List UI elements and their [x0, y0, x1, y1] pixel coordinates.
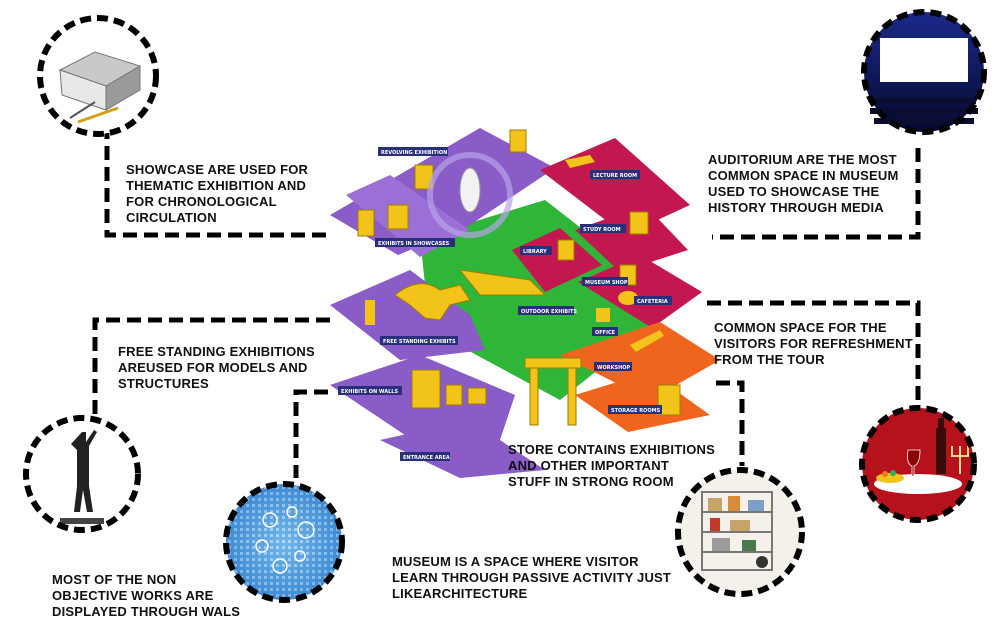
airplane-model: [458, 269, 547, 296]
exhibit-frame: [509, 129, 527, 153]
compass-icon: [69, 101, 96, 119]
wall-exhibit: [411, 369, 441, 409]
circle-storage: [675, 467, 805, 597]
statue-icon: [71, 430, 97, 512]
svg-text:STORAGE ROOMS: STORAGE ROOMS: [611, 408, 661, 414]
entrance-pillar: [567, 364, 577, 426]
annotation-walls: MOST OF THE NON OBJECTIVE WORKS ARE DISP…: [52, 572, 241, 619]
svg-text:EXHIBITS IN SHOWCASES: EXHIBITS IN SHOWCASES: [378, 241, 450, 247]
office-chair-icon: [596, 308, 610, 322]
plan-label-revolving: REVOLVING EXHIBITION: [378, 147, 448, 156]
connector-common-space: [707, 300, 921, 408]
plan-label-walls: EXHIBITS ON WALLS: [338, 386, 402, 395]
plan-zone-cafeteria: [578, 255, 702, 328]
plan-zone-study: [575, 205, 688, 272]
revolving-figure: [459, 167, 481, 213]
exhibit-frame: [387, 204, 409, 230]
svg-text:EXHIBITS ON WALLS: EXHIBITS ON WALLS: [341, 389, 398, 395]
connector-walls: [293, 389, 328, 478]
workshop-hammer-icon: [630, 330, 664, 352]
plan-zone-storage: [575, 372, 710, 432]
svg-text:FREE STANDING EXHIBITS: FREE STANDING EXHIBITS: [383, 339, 456, 345]
wine-bottle-icon: [936, 428, 946, 474]
standing-figure: [365, 300, 375, 325]
svg-text:STUDY ROOM: STUDY ROOM: [583, 227, 621, 233]
circle-mosaic-wall: [223, 481, 345, 603]
annotation-museum: MUSEUM IS A SPACE WHERE VISITOR LEARN TH…: [392, 554, 672, 601]
plan-label-workshop: WORKSHOP: [594, 362, 632, 371]
plan-label-lecture: LECTURE ROOM: [590, 170, 640, 179]
annotation-free-standing: FREE STANDING EXHIBITIONS AREUSED FOR MO…: [118, 344, 315, 391]
connector-lines: [92, 125, 921, 478]
revolving-ring: [427, 152, 513, 238]
entrance-lintel: [524, 357, 582, 369]
svg-text:LIBRARY: LIBRARY: [523, 249, 547, 255]
plan-label-showcases: EXHIBITS IN SHOWCASES: [375, 238, 455, 247]
plan-zone-entrance: [380, 420, 545, 478]
svg-text:WORKSHOP: WORKSHOP: [597, 365, 631, 371]
exhibit-frame: [357, 209, 375, 237]
entrance-pillar: [529, 364, 539, 426]
circle-refreshment: [859, 405, 977, 523]
connector-free-standing: [92, 317, 330, 418]
shelves-icon: [701, 491, 773, 571]
plan-label-outdoor: OUTDOOR EXHIBITS: [518, 306, 577, 315]
dinosaur-model: [394, 283, 471, 321]
plan-zone-workshop: [560, 322, 720, 400]
svg-text:LECTURE ROOM: LECTURE ROOM: [593, 173, 637, 179]
library-book-icon: [557, 239, 575, 261]
svg-text:CAFETERIA: CAFETERIA: [637, 299, 668, 305]
study-board-icon: [629, 211, 649, 235]
bubbles-icon: [255, 506, 315, 574]
lecture-microphone-icon: [565, 155, 595, 168]
plan-zone-library: [512, 228, 602, 292]
svg-text:OUTDOOR EXHIBITS: OUTDOOR EXHIBITS: [521, 309, 577, 315]
plan-label-cafeteria: CAFETERIA: [634, 296, 672, 305]
plan-label-free-standing: FREE STANDING EXHIBITS: [380, 336, 458, 345]
annotation-auditorium: AUDITORIUM ARE THE MOST COMMON SPACE IN …: [708, 152, 899, 215]
annotation-store: STORE CONTAINS EXHIBITIONS AND OTHER IMP…: [508, 442, 715, 489]
connector-auditorium: [712, 148, 921, 240]
wine-glass-icon: [907, 449, 921, 477]
connector-store: [716, 380, 745, 466]
plan-label-storage: STORAGE ROOMS: [608, 405, 662, 414]
annotation-common-space: COMMON SPACE FOR THE VISITORS FOR REFRES…: [714, 320, 913, 367]
connector-showcase: [104, 125, 330, 238]
wall-exhibit: [445, 384, 463, 406]
annotation-showcase: SHOWCASE ARE USED FOR THEMATIC EXHIBITIO…: [126, 162, 309, 225]
plan-label-study: STUDY ROOM: [580, 224, 626, 233]
wall-exhibit: [467, 387, 487, 405]
circle-statue: [23, 415, 141, 533]
svg-text:MUSEUM SHOP: MUSEUM SHOP: [585, 280, 628, 286]
plan-label-entrance: ENTRANCE AREA: [400, 452, 450, 461]
food-plate-icon: [876, 470, 904, 483]
storage-boxes-icon: [657, 384, 681, 416]
candelabra-icon: [951, 446, 969, 474]
cafe-cup-icon: [618, 291, 638, 305]
circle-house-model: [37, 15, 159, 137]
circle-auditorium: [861, 9, 987, 135]
svg-text:OFFICE: OFFICE: [595, 330, 616, 336]
floor-plan: REVOLVING EXHIBITION EXHIBITS IN SHOWCAS…: [330, 128, 720, 478]
plan-label-library: LIBRARY: [520, 246, 552, 255]
plan-label-office: OFFICE: [592, 327, 618, 336]
cinema-screen-icon: [880, 38, 968, 82]
svg-text:REVOLVING EXHIBITION: REVOLVING EXHIBITION: [381, 150, 447, 156]
svg-text:ENTRANCE AREA: ENTRANCE AREA: [403, 455, 450, 461]
plan-label-museum-shop: MUSEUM SHOP: [582, 277, 628, 286]
